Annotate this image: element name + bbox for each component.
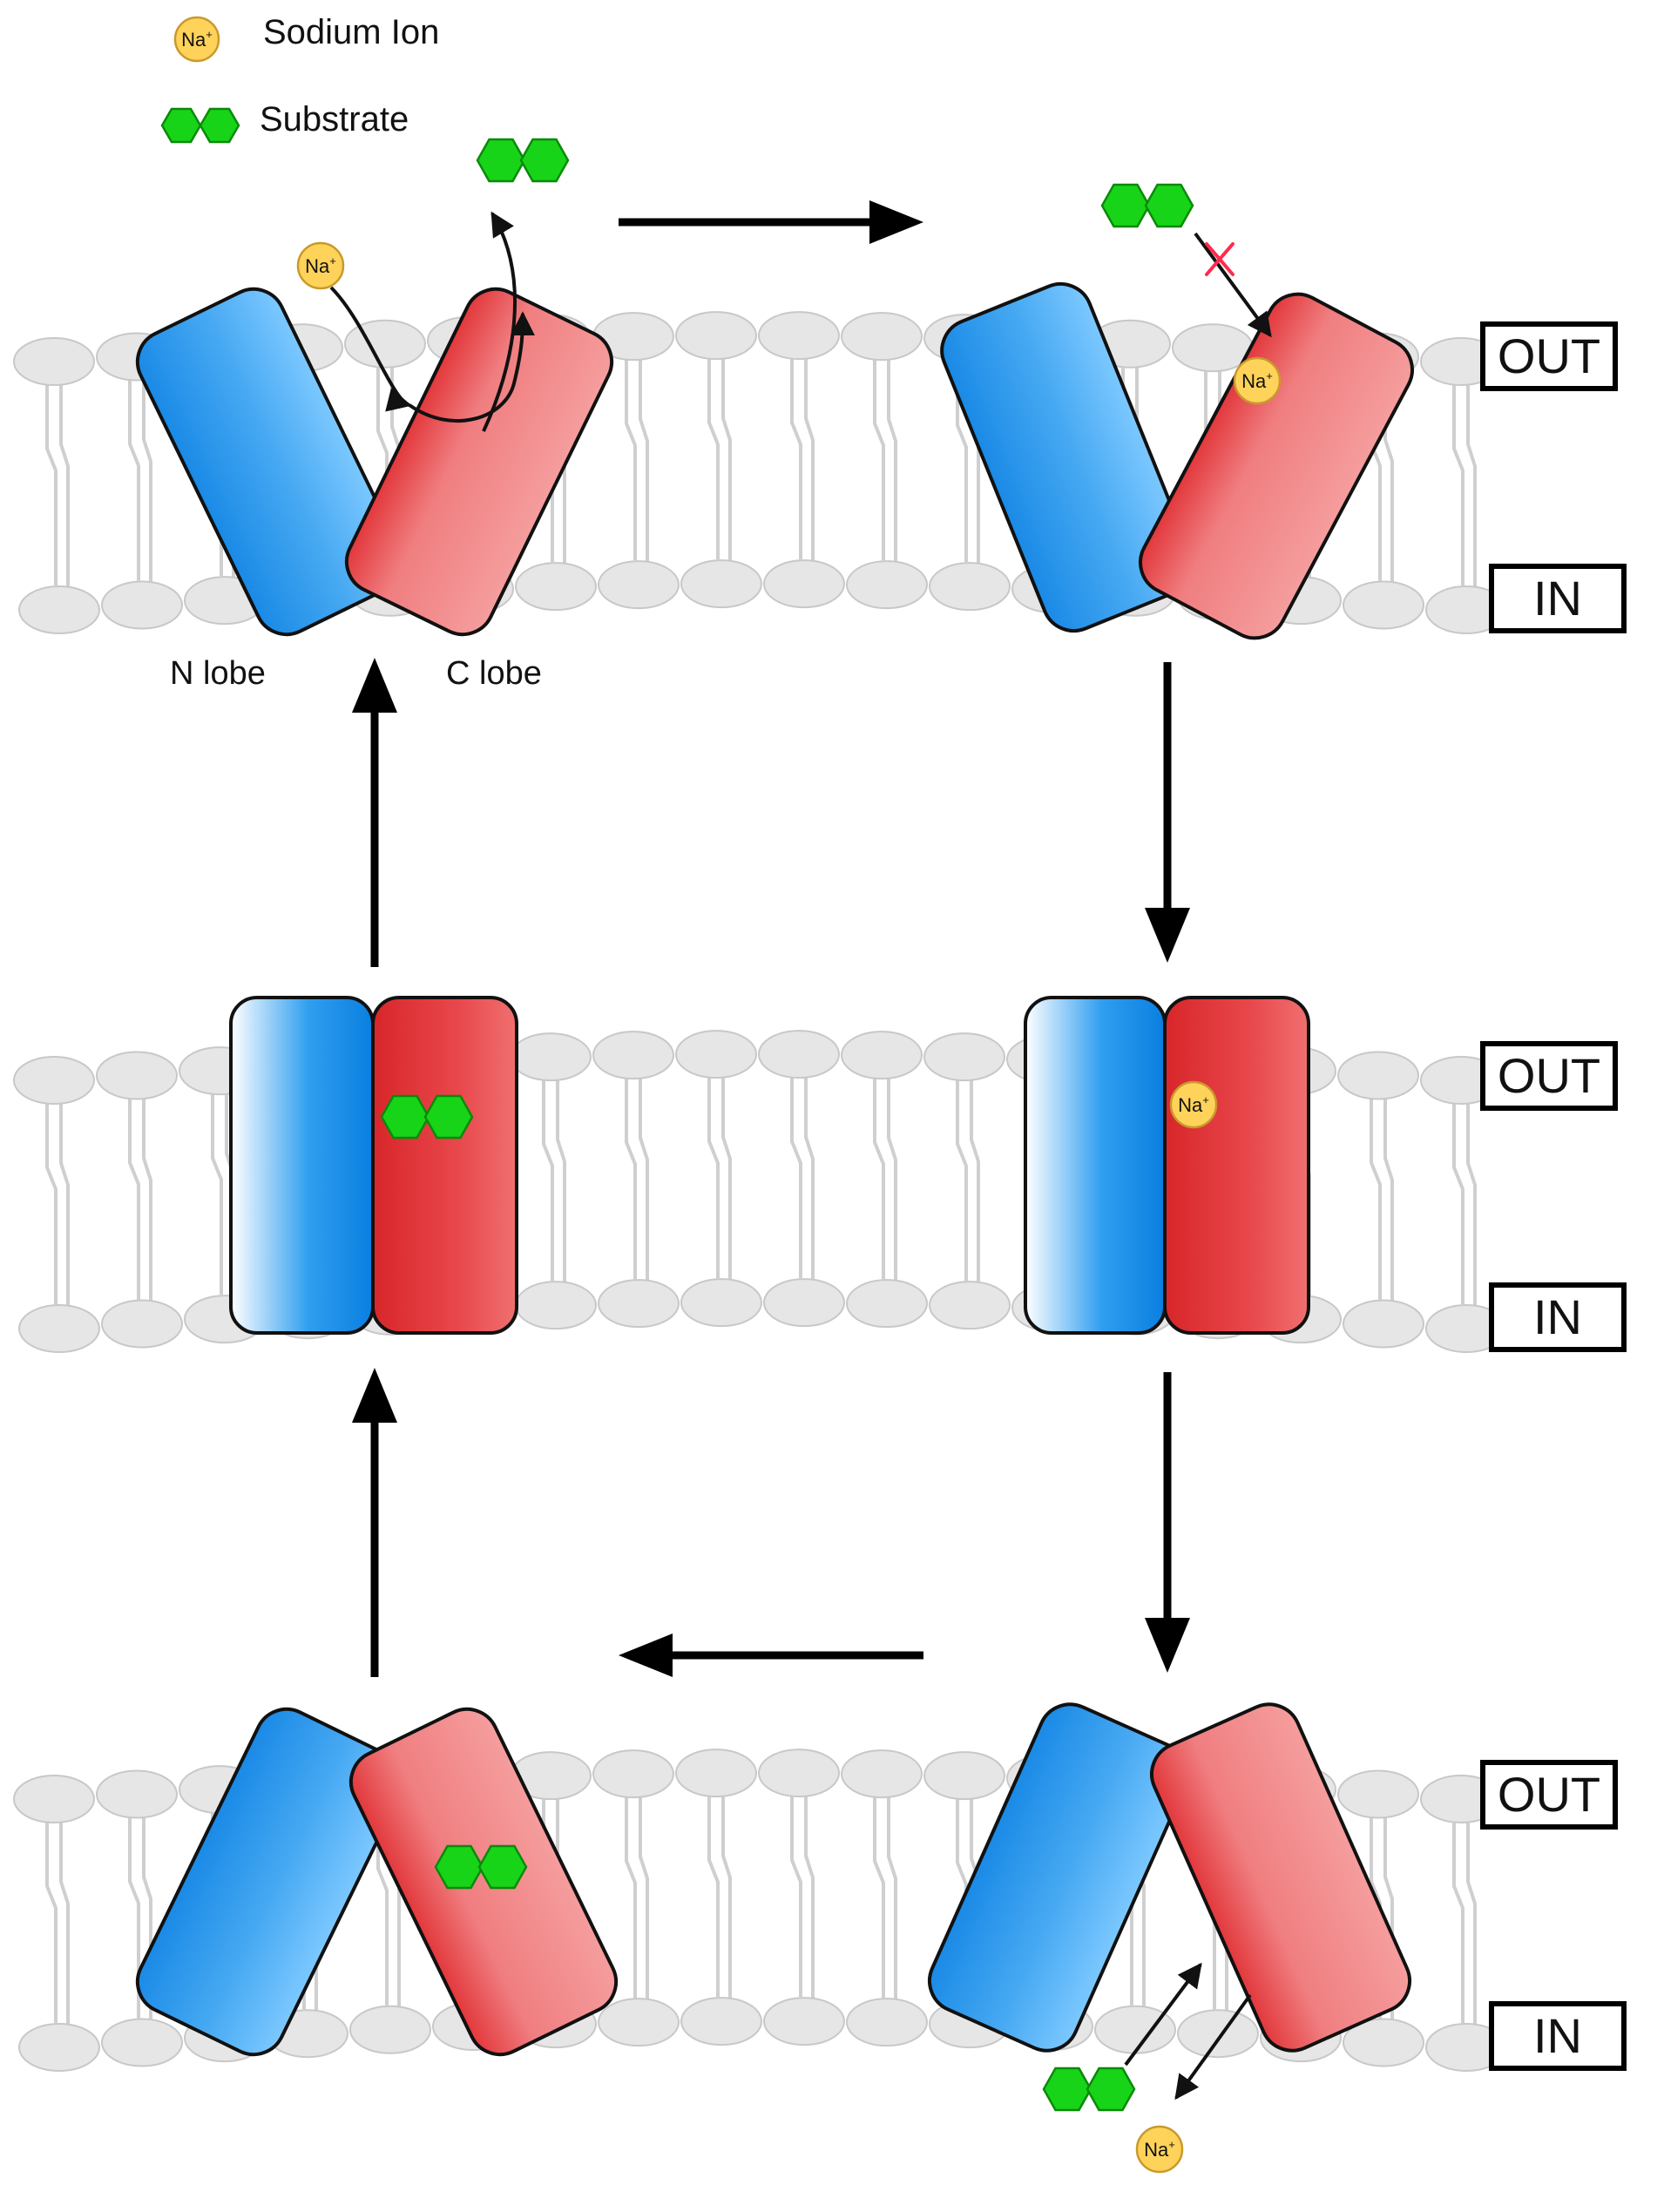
n-lobe-label: N lobe — [170, 655, 266, 692]
panel-occluded-substrate-bound — [229, 996, 518, 1335]
c-lobe — [1150, 1702, 1411, 2053]
n-lobe — [135, 287, 405, 637]
blocked-entry-arrow — [1194, 232, 1272, 338]
c-lobe — [371, 996, 518, 1335]
in-label-text: IN — [1533, 571, 1582, 626]
out-label-text: OUT — [1498, 328, 1600, 383]
panel-inward-open-substrate-bound — [135, 1707, 619, 2057]
sodium-release-arrow — [1174, 1993, 1252, 2100]
substrate — [380, 1094, 474, 1140]
n-lobe — [928, 1702, 1189, 2053]
sodium-ion-label: Na+ — [1241, 369, 1273, 392]
arrow-left-up-1 — [352, 1368, 397, 1677]
in-label-text: IN — [1533, 2008, 1582, 2063]
c-lobe — [344, 287, 614, 637]
sodium-inside-path — [408, 311, 535, 423]
sodium-ion: Na+ — [1169, 1080, 1218, 1129]
out-label-text: OUT — [1498, 1767, 1600, 1822]
substrate — [476, 138, 570, 183]
legend-substrate-label: Substrate — [260, 100, 409, 139]
cycle-arrows — [352, 200, 1190, 1677]
in-label-row-1: IN — [1489, 564, 1627, 633]
n-lobe — [940, 281, 1194, 633]
sodium-path-arrow — [329, 286, 412, 412]
substrate — [1042, 2067, 1136, 2112]
n-lobe — [229, 996, 375, 1335]
substrate-exit-arrow — [482, 211, 517, 432]
c-lobe — [1139, 292, 1414, 640]
side-labels: OUT IN OUT IN OUT IN — [1480, 321, 1627, 2071]
c-lobe — [1163, 996, 1310, 1335]
out-label-text: OUT — [1498, 1048, 1600, 1103]
panel-occluded-sodium-bound: Na+ — [1024, 996, 1310, 1335]
sodium-ion: Na+ — [1135, 2125, 1184, 2174]
in-label-text: IN — [1533, 1289, 1582, 1344]
block-mark-icon — [1205, 242, 1234, 276]
n-lobe — [135, 1707, 405, 2057]
in-label-row-2: IN — [1489, 1282, 1627, 1352]
substrate-release-arrow — [1124, 1962, 1202, 2067]
legend-sodium-label: Sodium Ion — [263, 13, 439, 51]
sodium-ion: Na+ — [1233, 356, 1282, 405]
c-lobe-label: C lobe — [446, 655, 542, 692]
legend: Na+ Sodium Ion Substrate — [160, 13, 439, 144]
arrow-right-down-2 — [1145, 1372, 1190, 1673]
substrate — [434, 1844, 528, 1890]
out-label-row-1: OUT — [1480, 321, 1618, 391]
legend-sodium-icon: Na+ — [173, 16, 220, 63]
arrow-right-down-1 — [1145, 662, 1190, 963]
panel-outward-open-release: Na+ N lobe C lobe — [135, 138, 614, 692]
panel-inward-open-release: Na+ — [928, 1702, 1411, 2174]
arrow-bottom-left — [619, 1634, 923, 1677]
arrow-top-right — [619, 200, 923, 244]
c-lobe — [348, 1707, 619, 2057]
n-lobe — [1024, 996, 1167, 1335]
out-label-row-2: OUT — [1480, 1041, 1618, 1111]
legend-substrate-icon — [160, 107, 240, 144]
panel-outward-open-sodium-bound: Na+ — [940, 183, 1414, 640]
out-label-row-3: OUT — [1480, 1760, 1618, 1830]
sodium-ion: Na+ — [296, 241, 345, 290]
arrow-left-up-2 — [352, 658, 397, 967]
substrate — [1100, 183, 1194, 228]
in-label-row-3: IN — [1489, 2001, 1627, 2071]
